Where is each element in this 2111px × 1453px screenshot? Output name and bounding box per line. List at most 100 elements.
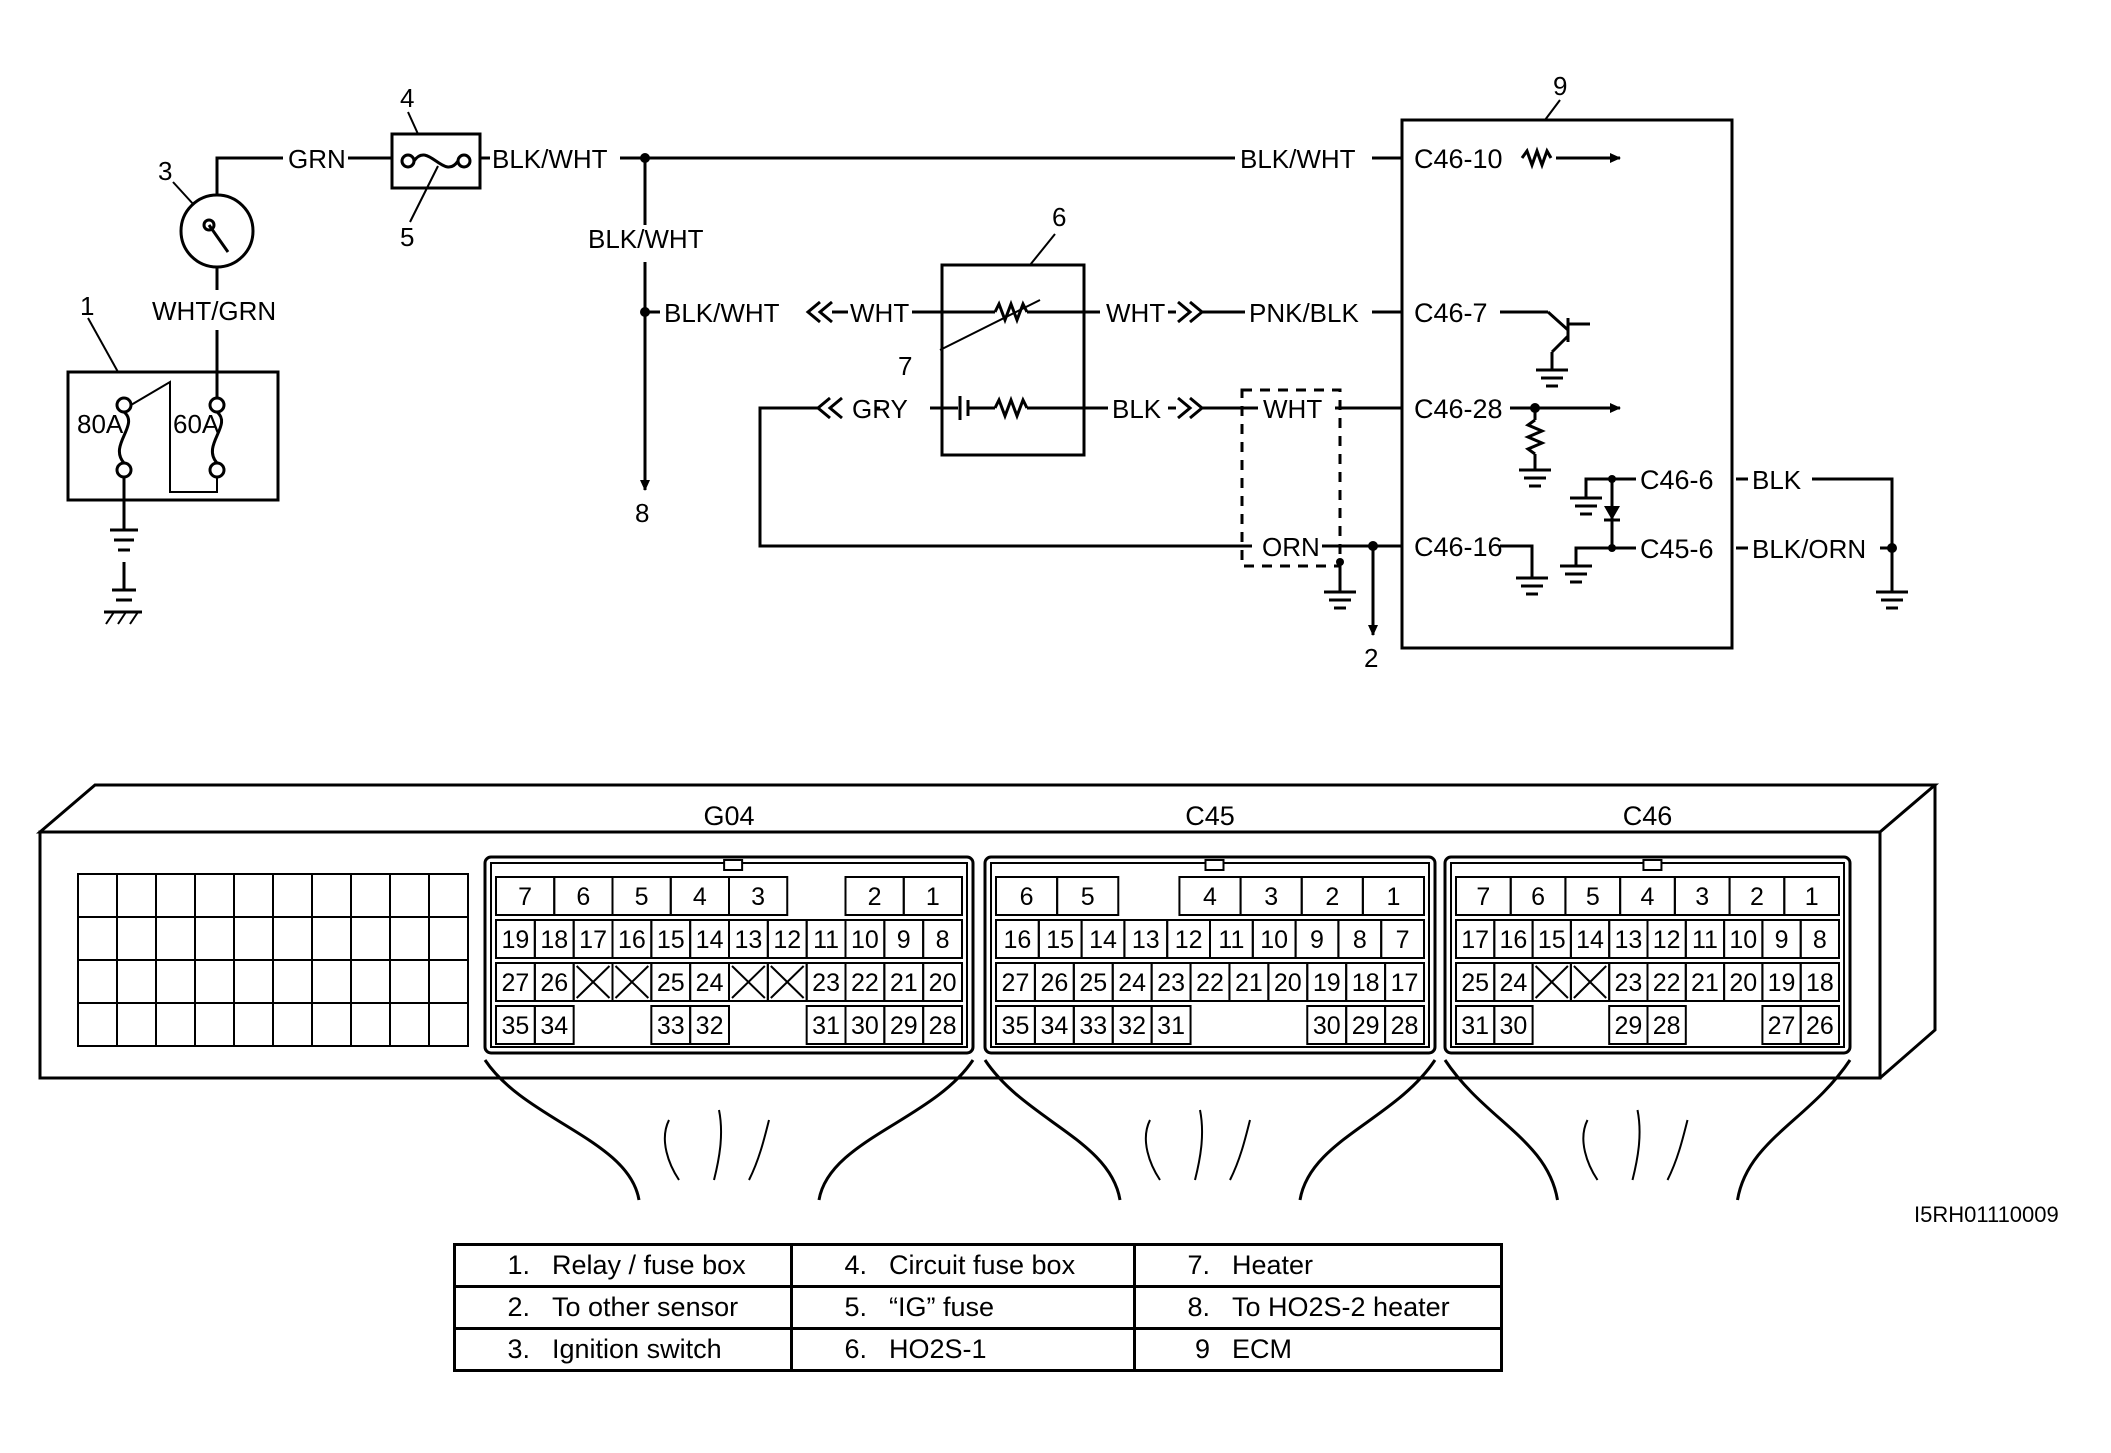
harness-curve xyxy=(1443,1059,1559,1201)
grid-cell xyxy=(233,916,274,961)
grid-cell xyxy=(77,959,118,1004)
pin-number: 1 xyxy=(1386,883,1400,911)
ecm-left-grid xyxy=(77,873,469,1047)
wire-pnk-blk: PNK/BLK xyxy=(1249,298,1359,328)
connector-housing xyxy=(983,855,1437,1055)
harness-curve xyxy=(817,1059,975,1201)
connector-pin xyxy=(1799,919,1840,959)
connector-pin xyxy=(728,876,789,916)
grid-cell xyxy=(428,959,469,1004)
blank-pin-mark xyxy=(731,965,766,999)
grid-cell xyxy=(194,916,235,961)
grid-cell xyxy=(233,959,274,1004)
pin-number: 14 xyxy=(1576,926,1604,954)
pin-number: 3 xyxy=(1264,883,1278,911)
grid-cell xyxy=(389,873,430,918)
pin-number: 8 xyxy=(1813,926,1827,954)
pin-number: 21 xyxy=(1691,969,1719,997)
grid-cell xyxy=(272,959,313,1004)
pin-number: 3 xyxy=(751,883,765,911)
pin-number: 27 xyxy=(1768,1012,1796,1040)
pin-number: 2 xyxy=(1325,883,1339,911)
grid-cell xyxy=(116,1002,157,1047)
connector-pin xyxy=(922,962,964,1002)
pin-number: 15 xyxy=(1538,926,1566,954)
pin-number: 16 xyxy=(618,926,646,954)
connector-label: C45 xyxy=(1185,801,1235,831)
pin-number: 4 xyxy=(693,883,707,911)
harness-curve xyxy=(1736,1059,1852,1201)
connector-pin xyxy=(1361,876,1426,916)
terminal-resistor-icon xyxy=(1520,146,1553,170)
wire-wht-grn: WHT/GRN xyxy=(152,296,276,326)
harness-strand xyxy=(1582,1119,1599,1181)
pin-number: 3 xyxy=(1695,883,1709,911)
pin-number: 13 xyxy=(1614,926,1642,954)
pin-number: 14 xyxy=(1089,926,1117,954)
harness-strand xyxy=(1666,1119,1689,1181)
ignition-switch: 3 GRN WHT/GRN xyxy=(152,144,392,398)
pin-number: 26 xyxy=(540,969,568,997)
pin-number: 5 xyxy=(1586,883,1600,911)
connector-pin xyxy=(1056,876,1120,916)
pin-number: 12 xyxy=(1175,926,1203,954)
terminal-c45-6: C45-6 xyxy=(1640,534,1714,564)
pin-number: 21 xyxy=(1235,969,1263,997)
wire-orn: ORN xyxy=(1262,532,1320,562)
pin-number: 17 xyxy=(1391,969,1419,997)
connector-latch xyxy=(1642,859,1663,871)
pin-number: 20 xyxy=(1274,969,1302,997)
blank-pin-mark xyxy=(770,965,805,999)
pin-number: 10 xyxy=(1729,926,1757,954)
pin-number: 20 xyxy=(929,969,957,997)
pin-number: 11 xyxy=(813,926,839,954)
harness-strand xyxy=(748,1119,770,1181)
connector-pin xyxy=(1783,876,1841,916)
pin-number: 4 xyxy=(1203,883,1217,911)
blank-pin-mark xyxy=(1534,965,1569,999)
connector-housing xyxy=(483,855,975,1055)
pin-number: 35 xyxy=(502,1012,530,1040)
wire-wht-in: WHT xyxy=(850,298,909,328)
pin-number: 2 xyxy=(1750,883,1764,911)
connector-label: C46 xyxy=(1623,801,1673,831)
grid-cell xyxy=(272,1002,313,1047)
pin-number: 17 xyxy=(579,926,607,954)
pin-number: 22 xyxy=(1196,969,1224,997)
grid-cell xyxy=(389,916,430,961)
legend-cell: 2.To other sensor xyxy=(453,1285,793,1330)
pin-number: 1 xyxy=(1805,883,1819,911)
grid-cell xyxy=(428,916,469,961)
pin-number: 15 xyxy=(1046,926,1074,954)
pin-number: 7 xyxy=(1396,926,1410,954)
pin-number: 16 xyxy=(1003,926,1031,954)
pin-number: 19 xyxy=(1768,969,1796,997)
wire-blk-wht-vertical: BLK/WHT xyxy=(588,224,704,254)
grid-cell xyxy=(77,1002,118,1047)
harness-strand xyxy=(1194,1109,1204,1181)
grid-cell xyxy=(350,873,391,918)
pin-number: 9 xyxy=(1775,926,1789,954)
callout-2: 2 xyxy=(1364,643,1378,673)
fuse-60a-icon xyxy=(210,410,224,464)
wire-blk-wht-branch: BLK/WHT xyxy=(664,298,780,328)
callout-5: 5 xyxy=(400,222,414,252)
blank-pin-mark xyxy=(1573,965,1607,999)
pin-number: 30 xyxy=(1313,1012,1341,1040)
grid-cell xyxy=(194,873,235,918)
connector-pin xyxy=(1380,919,1425,959)
wire-wht-shield: WHT xyxy=(1263,394,1322,424)
legend-cell: 3.Ignition switch xyxy=(453,1327,793,1372)
terminal-c46-6: C46-6 xyxy=(1640,465,1714,495)
legend-row: 2.To other sensor 5.“IG” fuse 8.To HO2S-… xyxy=(453,1285,1503,1330)
pin-number: 27 xyxy=(502,969,530,997)
connector-pin xyxy=(922,1005,964,1045)
grid-cell xyxy=(155,916,196,961)
grid-cell xyxy=(155,1002,196,1047)
ecm-connector-block xyxy=(35,783,1940,1080)
